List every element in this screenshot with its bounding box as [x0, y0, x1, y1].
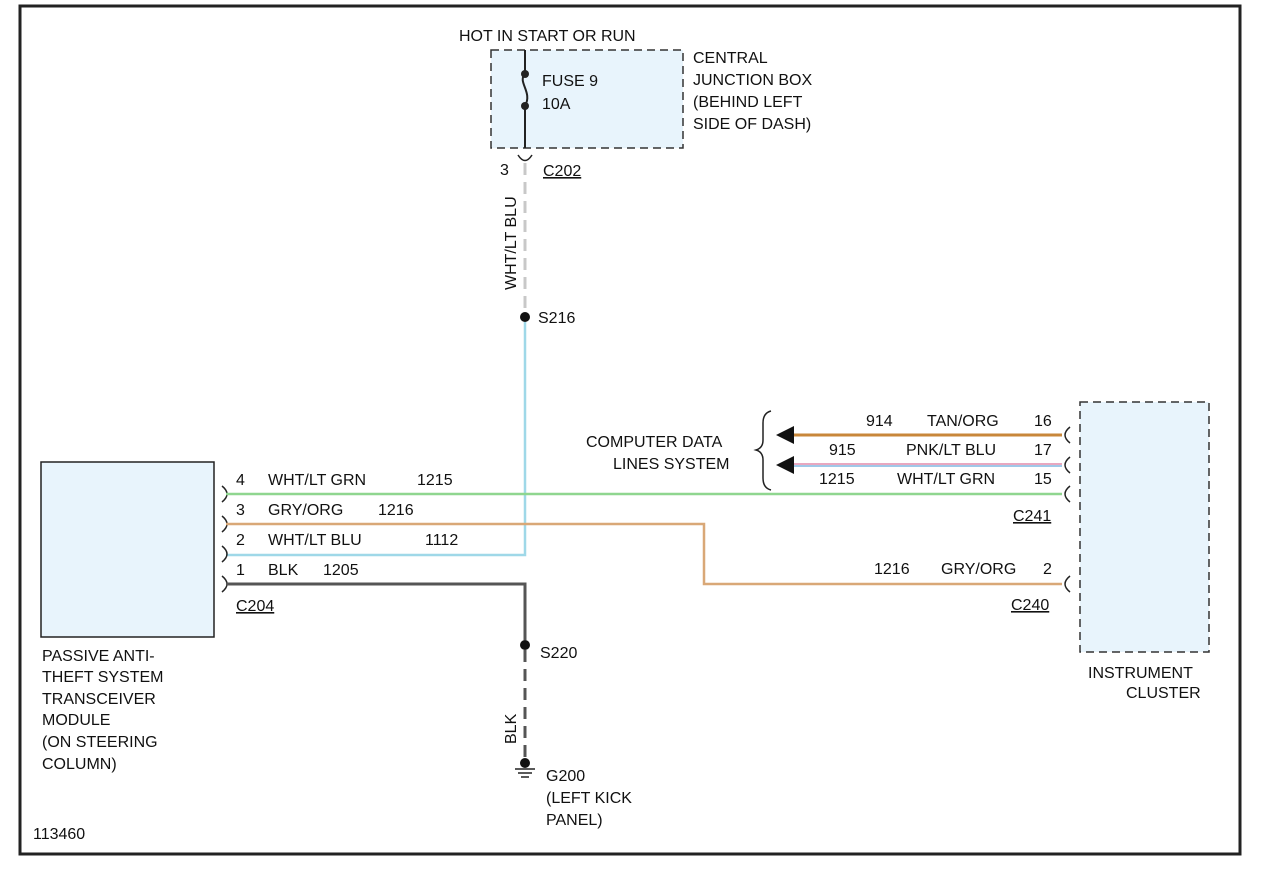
ground-location-1: (LEFT KICK	[546, 790, 632, 807]
wire-914-pin: 16	[1034, 413, 1052, 430]
c241-pin16-symbol	[1064, 426, 1071, 444]
c202-label: C202	[543, 163, 581, 180]
fuse-rating: 10A	[542, 96, 571, 113]
c240-label: C240	[1011, 597, 1049, 614]
c204-pin2-color: WHT/LT BLU	[268, 532, 362, 549]
wire-s216-to-c204-pin2	[226, 322, 527, 557]
ground-location-2: PANEL)	[546, 812, 603, 829]
c204-pin1-color: BLK	[268, 562, 299, 579]
c240-wire-pin: 2	[1043, 561, 1052, 578]
connector-c202: 3 C202	[500, 154, 581, 180]
c240-wire-color: GRY/ORG	[941, 561, 1016, 578]
wire-915-arrow-icon	[776, 456, 794, 474]
data-lines-label-2: LINES SYSTEM	[613, 456, 729, 473]
ground-name: G200	[546, 768, 585, 785]
c241-label: C241	[1013, 508, 1051, 525]
ground-g200: G200 (LEFT KICK PANEL)	[515, 758, 632, 829]
connector-c202-symbol	[517, 154, 533, 162]
c204-pin3-number: 3	[236, 502, 245, 519]
pats-label-5: (ON STEERING	[42, 734, 158, 751]
pats-label-4: MODULE	[42, 712, 110, 729]
wire-915-circuit: 915	[829, 442, 856, 459]
wire-915-pin: 17	[1034, 442, 1052, 459]
data-lines-brace	[753, 410, 772, 491]
c204-pin1-number: 1	[236, 562, 245, 579]
instrument-cluster: INSTRUMENT CLUSTER C241 1216 GRY/ORG 2 C…	[874, 401, 1210, 702]
wire-1215-pin: 15	[1034, 471, 1052, 488]
wire-914-circuit: 914	[866, 413, 893, 430]
c204-pin2-symbol	[221, 545, 228, 563]
figure-id: 113460	[33, 826, 85, 843]
connector-c204: C204	[221, 485, 274, 615]
wire-914-arrow-icon	[776, 426, 794, 444]
junction-box-label-2: JUNCTION BOX	[693, 72, 812, 89]
wire-1215-circuit: 1215	[819, 471, 855, 488]
splice-s216-dot	[520, 312, 530, 322]
instrument-cluster-box	[1079, 401, 1210, 653]
c241-pin15-symbol	[1064, 485, 1071, 503]
wire-c204-pin3-to-c240	[226, 522, 1062, 586]
splice-s220-label: S220	[540, 645, 577, 662]
pats-label-6: COLUMN)	[42, 756, 117, 773]
c204-pin1-circuit: 1205	[323, 562, 359, 579]
c204-pin2-circuit: 1112	[425, 532, 458, 549]
c204-pin4-number: 4	[236, 472, 245, 489]
c204-pin3-color: GRY/ORG	[268, 502, 343, 519]
data-lines-label-1: COMPUTER DATA	[586, 434, 723, 451]
c241-pin17-symbol	[1064, 456, 1071, 474]
pats-label-1: PASSIVE ANTI-	[42, 648, 155, 665]
c204-pin3-circuit: 1216	[378, 502, 414, 519]
cluster-label-2: CLUSTER	[1126, 685, 1201, 702]
c240-pin2-symbol	[1064, 575, 1071, 593]
computer-data-lines: COMPUTER DATA LINES SYSTEM 914 TAN/ORG 1…	[586, 410, 1062, 491]
power-header: HOT IN START OR RUN	[459, 28, 636, 45]
c204-label: C204	[236, 598, 274, 615]
ground-wire-color-label: BLK	[503, 713, 520, 744]
splice-s220-dot	[520, 640, 530, 650]
pats-label-2: THEFT SYSTEM	[42, 669, 164, 686]
power-wire-color-label: WHT/LT BLU	[503, 196, 520, 290]
wire-915-color: PNK/LT BLU	[906, 442, 996, 459]
pats-module: PASSIVE ANTI- THEFT SYSTEM TRANSCEIVER M…	[40, 461, 215, 773]
junction-box-label-3: (BEHIND LEFT	[693, 94, 803, 111]
pats-label-3: TRANSCEIVER	[42, 691, 156, 708]
junction-box-label-4: SIDE OF DASH)	[693, 116, 811, 133]
wire-c204-pin1-to-s220	[226, 582, 527, 640]
ground-dot	[520, 758, 530, 768]
c204-pin2-number: 2	[236, 532, 245, 549]
c240-wire-circuit: 1216	[874, 561, 910, 578]
cluster-label-1: INSTRUMENT	[1088, 665, 1193, 682]
junction-box-outline	[490, 49, 684, 149]
c202-pin: 3	[500, 162, 509, 179]
c204-pin4-color: WHT/LT GRN	[268, 472, 366, 489]
fuse-name: FUSE 9	[542, 73, 598, 90]
wire-1215-color: WHT/LT GRN	[897, 471, 995, 488]
central-junction-box: HOT IN START OR RUN FUSE 9 10A CENTRAL J…	[459, 28, 812, 149]
splice-s216-label: S216	[538, 310, 575, 327]
pats-module-box	[40, 461, 215, 638]
wire-914-color: TAN/ORG	[927, 413, 999, 430]
junction-box-label-1: CENTRAL	[693, 50, 768, 67]
c204-pin4-circuit: 1215	[417, 472, 453, 489]
